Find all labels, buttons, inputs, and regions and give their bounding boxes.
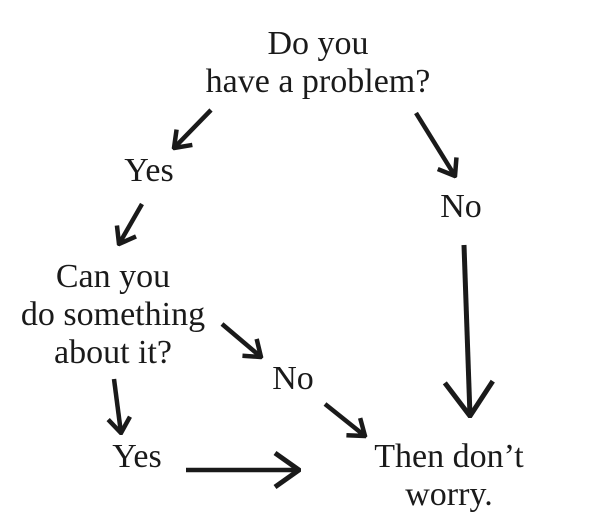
node-no-right: No (440, 188, 482, 225)
arrow-can-you-to-yes (114, 378, 121, 433)
node-no-middle: No (272, 360, 314, 397)
node-yes-bottom: Yes (112, 438, 162, 475)
arrow-problem-to-no-right (414, 111, 455, 176)
arrow-problem-to-yes (174, 108, 213, 148)
node-conclusion: Then don’t worry. (374, 438, 524, 513)
arrow-yes-to-can-you (119, 202, 144, 244)
arrow-can-you-to-no (220, 322, 261, 357)
arrow-no-to-conclusion (323, 402, 365, 436)
node-can-you-question: Can you do something about it? (20, 258, 206, 371)
arrow-no-right-to-conclusion (464, 244, 470, 416)
node-yes-top: Yes (124, 152, 174, 189)
node-problem-question: Do you have a problem? (205, 25, 431, 100)
